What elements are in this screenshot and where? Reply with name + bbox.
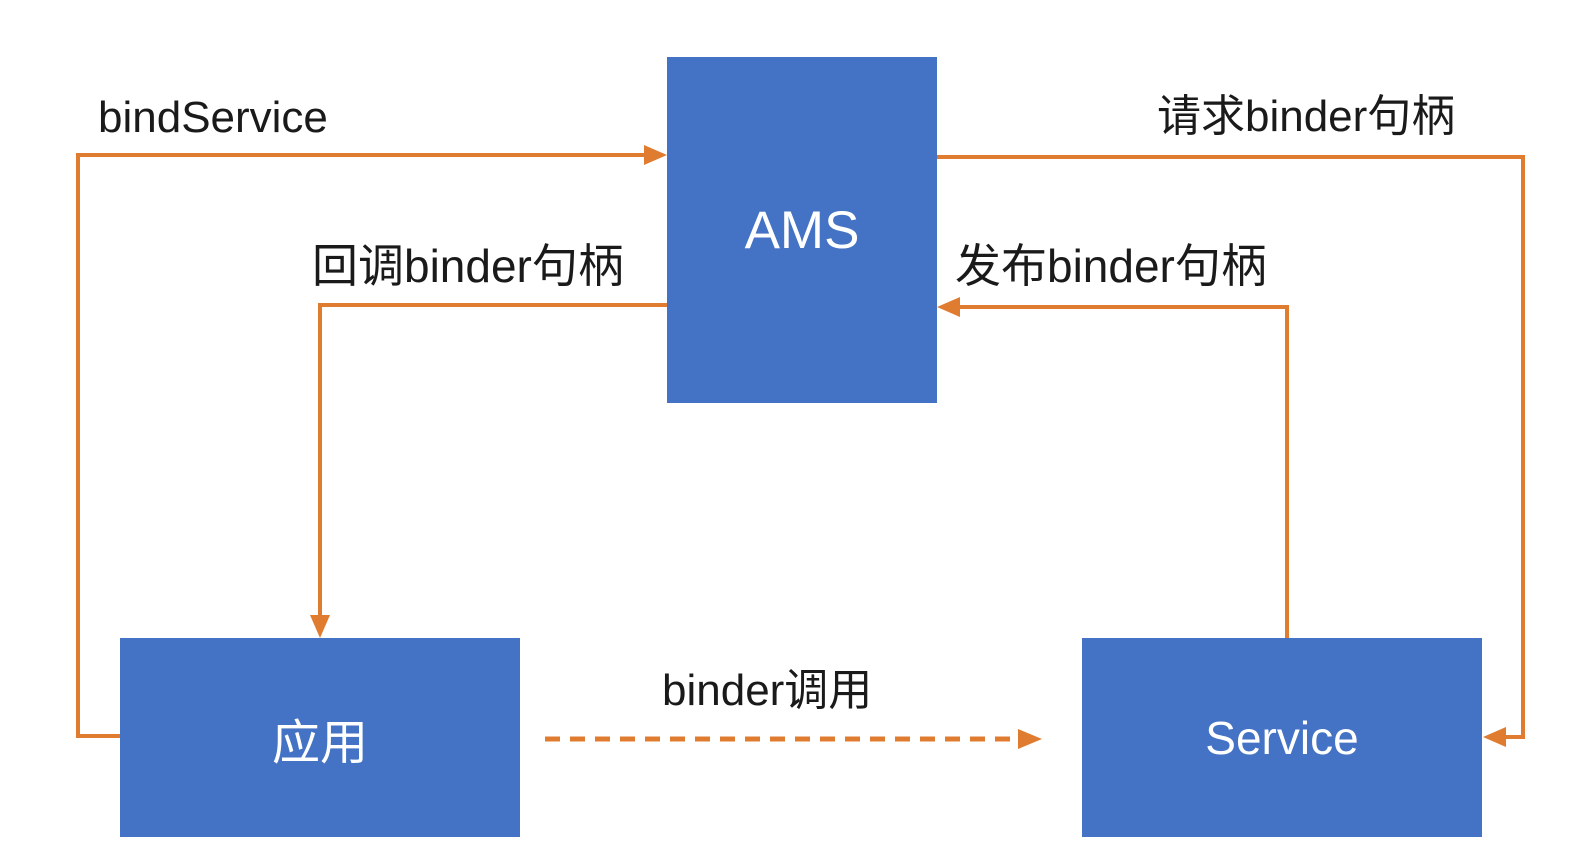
arrow-callback-binder (310, 303, 667, 638)
arrowhead-binder-call (1018, 729, 1042, 749)
node-service: Service (1082, 638, 1482, 837)
edge-label-publish-binder: 发布binder句柄 (955, 240, 1267, 292)
arrow-bindservice (76, 145, 667, 738)
arrow-publish-binder (937, 297, 1289, 638)
edge-label-bindservice: bindService (98, 93, 328, 142)
edge-label-request-binder: 请求binder句柄 (1157, 92, 1456, 141)
edge-label-binder-call: binder调用 (662, 666, 873, 715)
node-app-label: 应用 (271, 716, 368, 770)
node-app: 应用 (120, 638, 520, 837)
arrow-binder-call (545, 729, 1042, 749)
node-ams: AMS (667, 57, 937, 403)
arrow-request-binder (937, 155, 1525, 747)
node-service-label: Service (1205, 711, 1359, 764)
edge-label-callback-binder: 回调binder句柄 (312, 240, 624, 292)
arrowhead-publish-binder (937, 297, 960, 317)
arrowhead-callback-binder (310, 615, 330, 638)
arrowhead-request-binder (1483, 727, 1506, 747)
arrowhead-bindservice (644, 145, 667, 165)
node-ams-label: AMS (744, 200, 860, 260)
